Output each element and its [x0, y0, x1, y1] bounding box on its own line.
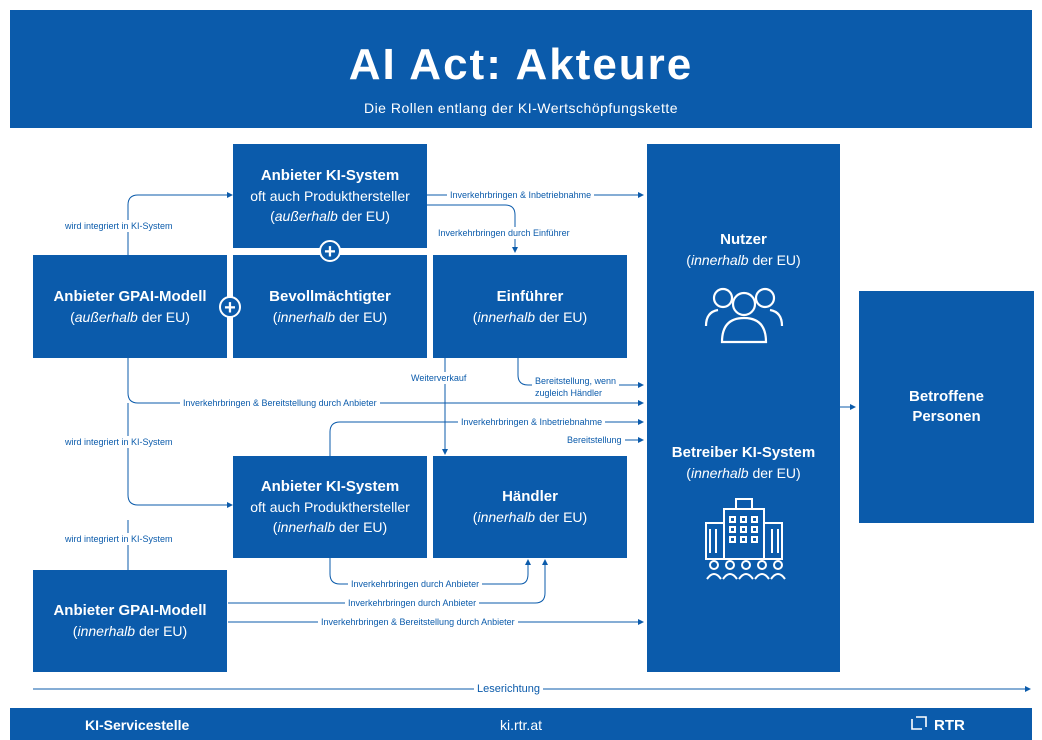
betreiber-title: Betreiber KI-System: [671, 444, 816, 461]
box-location: (innerhalb der EU): [472, 509, 588, 525]
page-subtitle: Die Rollen entlang der KI-Wertschöpfungs…: [363, 100, 679, 116]
box-location: (außerhalb der EU): [70, 308, 190, 325]
betreiber-location: (innerhalb der EU): [686, 465, 801, 481]
plus-icon: +: [319, 240, 341, 263]
box-title: Händler: [502, 488, 558, 505]
footer-ki-servicestelle: KI-Servicestelle: [85, 717, 190, 733]
box-title: Anbieter GPAI-Modell: [53, 287, 207, 305]
box-location: (innerhalb der EU): [72, 623, 188, 639]
box-anbieter-ki-system-extern: Anbieter KI-System oft auch Produktherst…: [233, 144, 427, 248]
label-inverkehr-durch-anbieter-2: Inverkehrbringen durch Anbieter: [345, 597, 480, 609]
box-location: (außerhalb der EU): [270, 208, 390, 224]
label-inverkehr-bereitstellung-gpai-intern: Inverkehrbringen & Bereitstellung durch …: [318, 616, 518, 628]
label-bereitstellung: Bereitstellung: [564, 434, 625, 446]
label-inverkehr-durch-anbieter-1: Inverkehrbringen durch Anbieter: [348, 578, 483, 590]
betroffene-title-line2: Personen: [912, 408, 981, 425]
plus-icon: +: [219, 296, 241, 319]
label-zugleich-haendler: zugleich Händler: [532, 387, 606, 399]
box-anbieter-ki-system-intern: Anbieter KI-System oft auch Produktherst…: [233, 456, 427, 558]
label-inverkehr-einfuehrer: Inverkehrbringen durch Einführer: [435, 227, 573, 239]
box-location: (innerhalb der EU): [272, 519, 388, 535]
people-group-icon: [698, 282, 790, 349]
footer-bar: KI-Servicestelle ki.rtr.at RTR: [10, 708, 1032, 740]
page-title: AI Act: Akteure: [348, 40, 694, 89]
box-title: Einführer: [496, 287, 564, 305]
box-title: Anbieter KI-System: [260, 478, 400, 495]
office-building-icon: [696, 497, 792, 586]
header-banner: AI Act: Akteure Die Rollen entlang der K…: [10, 10, 1032, 128]
box-location: (innerhalb der EU): [472, 308, 588, 325]
box-anbieter-gpai-modell-intern: Anbieter GPAI-Modell (innerhalb der EU): [33, 570, 227, 672]
footer-url[interactable]: ki.rtr.at: [499, 717, 542, 733]
box-einfuehrer: Einführer (innerhalb der EU): [433, 255, 627, 358]
box-nutzer-betreiber: Nutzer (innerhalb der EU) Betreiber KI-S…: [647, 144, 840, 672]
rtr-logo-text: RTR: [934, 716, 965, 734]
box-bevollmaechtigter: Bevollmächtigter (innerhalb der EU): [233, 255, 427, 358]
betroffene-title-line1: Betroffene: [908, 388, 984, 405]
label-bereitstellung-wenn: Bereitstellung, wenn: [532, 375, 620, 387]
box-betroffene-personen: Betroffene Personen: [859, 291, 1034, 523]
box-location: (innerhalb der EU): [272, 308, 388, 325]
label-leserichtung: Leserichtung: [474, 682, 543, 696]
footer-rtr-logo: RTR: [910, 715, 965, 735]
label-wird-integriert-3: wird integriert in KI-System: [62, 533, 176, 545]
label-inverkehr-inbetriebnahme-top: Inverkehrbringen & Inbetriebnahme: [447, 189, 595, 201]
box-title: Bevollmächtigter: [269, 287, 391, 305]
box-haendler: Händler (innerhalb der EU): [433, 456, 627, 558]
label-inverkehr-bereitstellung-gpai-extern: Inverkehrbringen & Bereitstellung durch …: [180, 397, 380, 409]
label-wird-integriert-1: wird integriert in KI-System: [62, 220, 176, 232]
box-title: Anbieter KI-System: [260, 167, 400, 184]
label-weiterverkauf: Weiterverkauf: [408, 372, 470, 384]
box-title: Anbieter GPAI-Modell: [53, 602, 207, 619]
label-inverkehr-inbetriebnahme-mid: Inverkehrbringen & Inbetriebnahme: [458, 416, 606, 428]
box-subtitle: oft auch Produkthersteller: [250, 499, 410, 515]
rtr-logo-icon: [910, 715, 928, 735]
box-anbieter-gpai-modell-extern: Anbieter GPAI-Modell (außerhalb der EU): [33, 255, 227, 358]
label-wird-integriert-2: wird integriert in KI-System: [62, 436, 176, 448]
box-subtitle: oft auch Produkthersteller: [250, 188, 410, 204]
nutzer-location: (innerhalb der EU): [686, 252, 801, 268]
nutzer-title: Nutzer: [720, 231, 767, 248]
